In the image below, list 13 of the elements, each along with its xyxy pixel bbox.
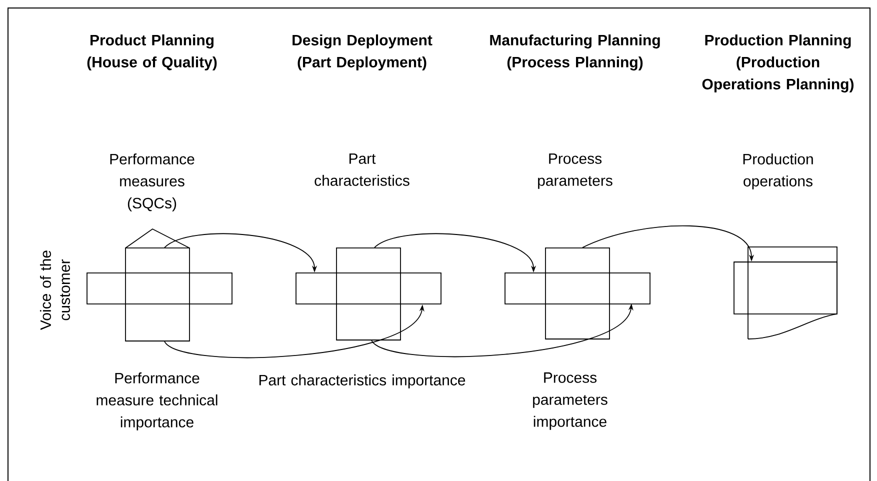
matrix-drawing: [504, 248, 650, 340]
matrix-drawing: [296, 248, 442, 340]
phase-heading: Manufacturing Planning (Process Planning): [490, 34, 660, 70]
house-of-quality-drawing: [86, 228, 232, 342]
importance-label: Process parameters importance: [533, 372, 608, 430]
phase-heading: Production Planning (Production Operations Planning): [702, 34, 854, 92]
phase-heading: Design Deployment (Part Deployment): [292, 34, 432, 70]
importance-label: Part characteristics importance: [259, 374, 466, 388]
document-drawing: [734, 246, 838, 340]
phase-heading: Product Planning (House of Quality): [87, 34, 217, 70]
input-label: Voice of the customer: [40, 250, 70, 330]
importance-label: Performance measure technical importance: [96, 372, 218, 430]
output-label: Part characteristics: [314, 153, 410, 186]
